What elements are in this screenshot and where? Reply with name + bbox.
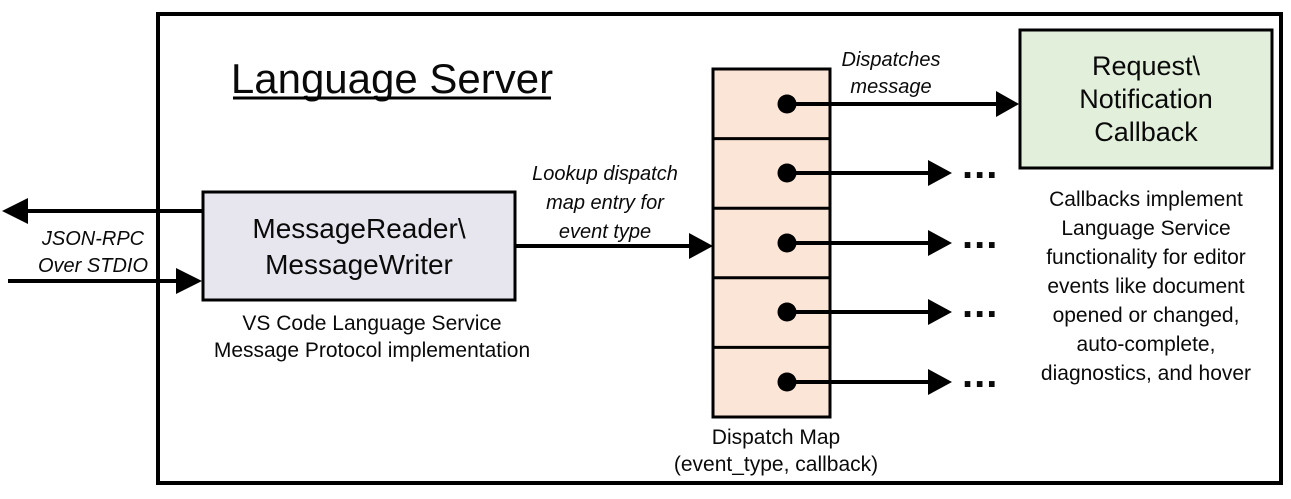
message-reader-label: MessageReader\ bbox=[252, 213, 465, 244]
callbacks-note-line4: events like document bbox=[1047, 275, 1244, 298]
reader-caption-line2: Message Protocol implementation bbox=[214, 339, 530, 362]
dispatch-row4-arrowhead-icon bbox=[928, 299, 952, 325]
request-notification-callback-box bbox=[1018, 28, 1274, 170]
callback-box-line1: Request\ bbox=[1092, 51, 1201, 81]
json-rpc-label-line2: Over STDIO bbox=[38, 255, 148, 277]
diagram-title: Language Server bbox=[231, 55, 553, 102]
lookup-label-line3: event type bbox=[559, 221, 651, 243]
callbacks-note-line5: opened or changed, bbox=[1053, 304, 1240, 327]
lookup-label-line1: Lookup dispatch bbox=[532, 163, 678, 185]
json-rpc-label-line1: JSON-RPC bbox=[41, 228, 145, 250]
ellipsis-row4: ... bbox=[962, 282, 998, 326]
ellipsis-row3: ... bbox=[962, 213, 998, 257]
dispatch-map-caption-line1: Dispatch Map bbox=[712, 426, 840, 449]
callback-box-line3: Callback bbox=[1094, 117, 1198, 147]
dispatch-row2-arrowhead-icon bbox=[928, 160, 952, 186]
lookup-label-line2: map entry for bbox=[546, 192, 665, 214]
callbacks-note-line1: Callbacks implement bbox=[1049, 188, 1243, 211]
stdio-in-arrowhead-icon bbox=[176, 268, 202, 294]
dispatches-label-line1: Dispatches bbox=[842, 49, 941, 71]
callbacks-note-line7: diagnostics, and hover bbox=[1041, 362, 1251, 385]
lookup-arrowhead-icon bbox=[689, 233, 713, 259]
callback-box-line2: Notification bbox=[1079, 84, 1213, 114]
callbacks-note-line3: functionality for editor bbox=[1046, 246, 1246, 269]
ellipsis-row2: ... bbox=[962, 143, 998, 187]
dispatch-row5-arrowhead-icon bbox=[928, 369, 952, 395]
ellipsis-row5: ... bbox=[962, 352, 998, 396]
dispatch-row3-arrowhead-icon bbox=[928, 230, 952, 256]
dispatch-map-caption-line2: (event_type, callback) bbox=[674, 453, 878, 476]
message-writer-label: MessageWriter bbox=[265, 249, 453, 280]
callbacks-note-line2: Language Service bbox=[1061, 217, 1230, 240]
message-reader-writer-box bbox=[201, 190, 517, 302]
callbacks-note-line6: auto-complete, bbox=[1077, 333, 1216, 356]
stdio-out-arrowhead-icon bbox=[2, 198, 28, 224]
dispatches-label-line2: message bbox=[850, 76, 931, 98]
reader-caption-line1: VS Code Language Service bbox=[242, 312, 501, 335]
dispatch-row1-arrowhead-icon bbox=[996, 91, 1019, 117]
